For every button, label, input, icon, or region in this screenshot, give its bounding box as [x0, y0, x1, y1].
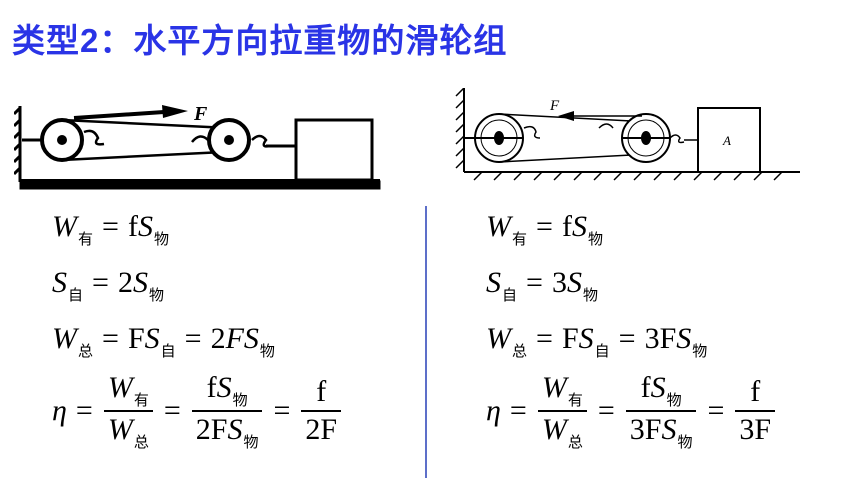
force-label-right: F — [549, 98, 560, 114]
pulley-diagram-left: F — [14, 103, 381, 190]
pulley-left-1 — [40, 118, 84, 162]
ground-hatch-right — [464, 171, 800, 181]
wall-hatch-right — [455, 88, 465, 172]
weight-block-right — [697, 107, 761, 173]
weight-block-left — [294, 118, 374, 182]
column-divider — [425, 206, 427, 478]
force-label-left: F — [193, 103, 208, 125]
block-label-right: A — [722, 133, 731, 148]
force-arrow-left — [73, 105, 188, 120]
pulley-diagram-right: A F — [455, 88, 800, 181]
pulley-right-2 — [621, 113, 671, 163]
pulley-right-1 — [474, 113, 524, 163]
pulley-left-2 — [207, 118, 251, 162]
force-arrow-right — [558, 111, 642, 121]
page-title: 类型2：水平方向拉重物的滑轮组 — [12, 22, 508, 59]
ground-hatch-left — [19, 179, 381, 190]
wall-hatch-left — [14, 106, 22, 182]
